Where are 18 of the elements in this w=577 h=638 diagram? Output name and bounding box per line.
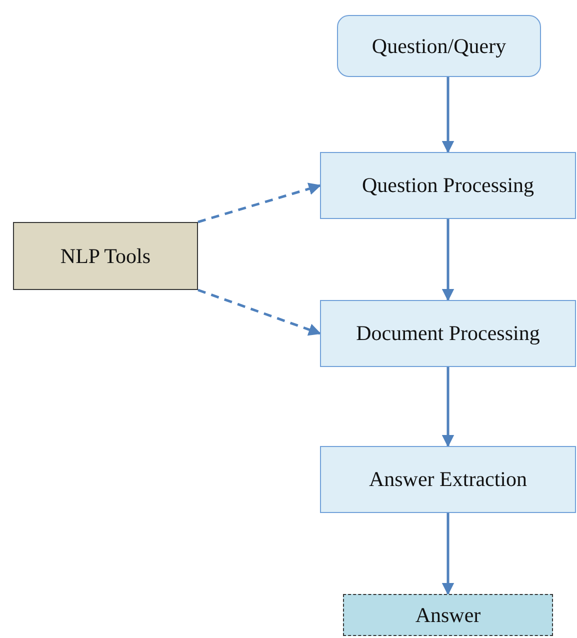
arrow	[442, 367, 454, 448]
arrow	[442, 77, 454, 154]
process-box	[337, 15, 541, 77]
box-label: Answer Extraction	[368, 467, 528, 492]
box-label: Question/Query	[372, 34, 506, 58]
box-label: NLP Tools	[60, 244, 151, 268]
box-label: Question Processing	[362, 173, 534, 198]
arrow	[198, 288, 322, 336]
process-box	[13, 222, 198, 290]
process-box	[343, 594, 553, 636]
box-label: Answer	[415, 602, 481, 628]
process-box	[320, 446, 576, 513]
arrow	[442, 513, 454, 596]
process-box	[320, 152, 576, 219]
arrow	[198, 182, 322, 224]
box-label: Document Processing	[356, 321, 540, 346]
arrow	[442, 219, 454, 302]
process-box	[320, 300, 576, 367]
